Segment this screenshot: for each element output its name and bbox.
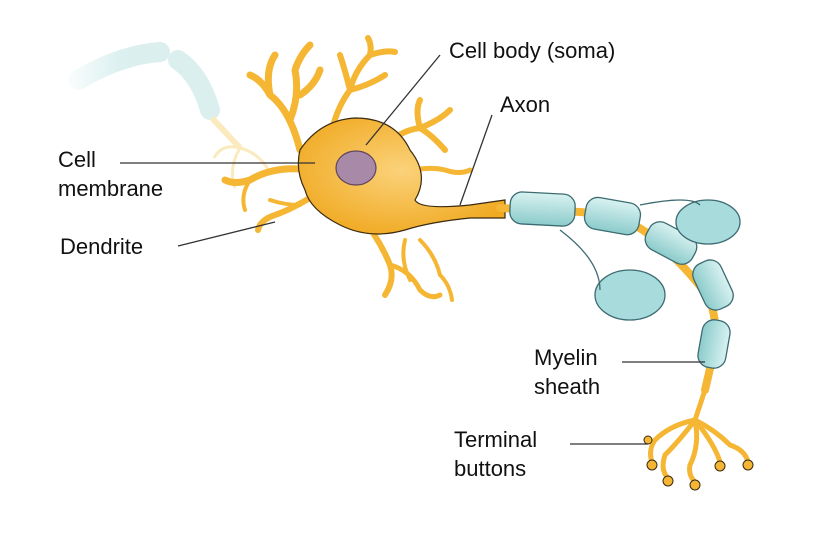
label-terminal-2: buttons bbox=[454, 456, 526, 481]
terminal-buttons-dots bbox=[643, 435, 754, 491]
label-cell-membrane-1: Cell bbox=[58, 147, 96, 172]
label-lines bbox=[120, 54, 705, 445]
dendrites-lower bbox=[221, 165, 454, 302]
schwann-cells bbox=[559, 199, 741, 321]
label-cell-membrane-2: membrane bbox=[58, 176, 163, 201]
label-myelin-1: Myelin bbox=[534, 345, 598, 370]
label-cell-body: Cell body (soma) bbox=[449, 38, 615, 63]
axon-terminals bbox=[648, 387, 751, 485]
dendrites bbox=[246, 35, 473, 178]
myelin-segments bbox=[509, 191, 734, 369]
nucleus bbox=[335, 150, 377, 186]
label-terminal-1: Terminal bbox=[454, 427, 537, 452]
label-axon: Axon bbox=[500, 92, 550, 117]
label-myelin-2: sheath bbox=[534, 374, 600, 399]
label-dendrite: Dendrite bbox=[60, 234, 143, 259]
